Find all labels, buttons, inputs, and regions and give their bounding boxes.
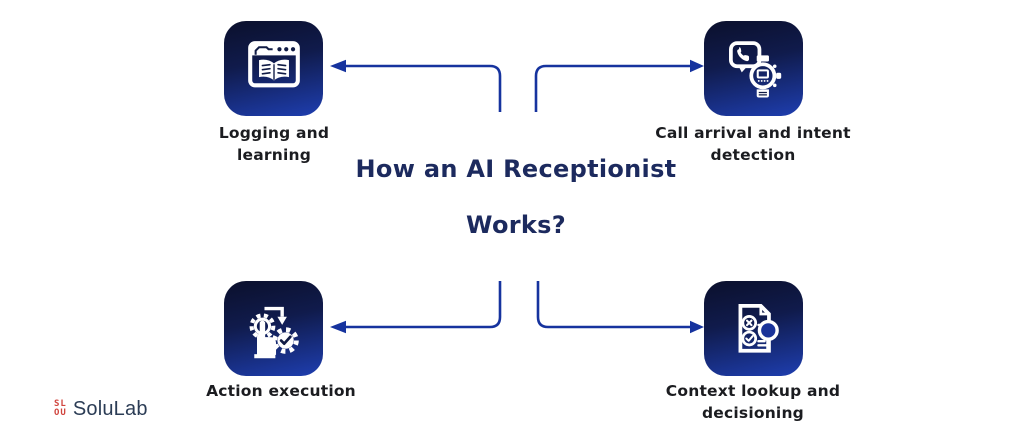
document-checklist-magnifier-icon [738, 303, 779, 353]
arrow-to-call-arrival [534, 64, 690, 112]
solulab-logo-text: SoluLab [72, 397, 148, 420]
arrowhead-left-bottom [330, 320, 346, 334]
arrow-to-context-lookup [536, 281, 690, 329]
label-action-execution: Action execution [206, 382, 356, 400]
hand-gear-check-icon [249, 306, 299, 358]
arrowhead-right-bottom [690, 320, 704, 334]
arrow-to-action-execution [346, 281, 502, 329]
node-context-lookup-decisioning [704, 281, 803, 376]
node-action-execution [224, 281, 323, 376]
arrow-to-logging [346, 64, 502, 112]
label-context-lookup-decisioning: Context lookup and decisioning [665, 382, 841, 422]
logo-mark-line-2: OU [54, 408, 67, 418]
node-call-arrival-intent-detection [704, 21, 803, 116]
arrowhead-right-top [690, 59, 704, 73]
solulab-logo: SL OU SoluLab [54, 394, 148, 424]
arrowhead-left-top [330, 59, 346, 73]
node-logging-and-learning [224, 21, 323, 116]
browser-open-book-icon [247, 40, 300, 87]
page-title: How an AI Receptionist Works? [312, 154, 720, 240]
solulab-logo-mark-icon: SL OU [54, 398, 67, 419]
label-logging-and-learning: Logging and learning [218, 124, 330, 164]
title-line-2: Works? [466, 211, 566, 239]
title-line-1: How an AI Receptionist [355, 155, 677, 183]
label-call-arrival-intent-detection: Call arrival and intent detection [655, 124, 851, 164]
logo-mark-line-1: SL [54, 398, 67, 409]
phone-call-smartwatch-icon [728, 40, 781, 98]
